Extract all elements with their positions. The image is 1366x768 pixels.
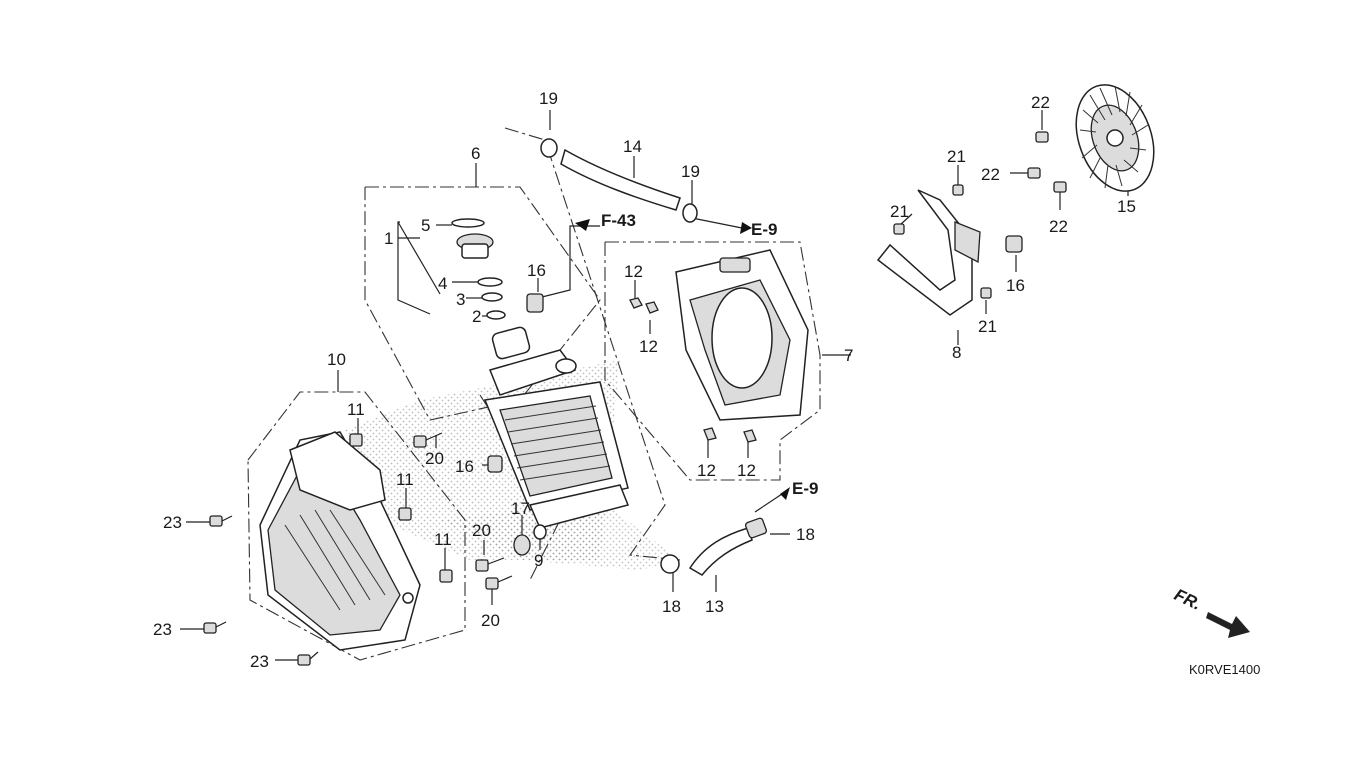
callout-20a: 20: [425, 449, 444, 468]
cooling-fan[interactable]: [1062, 74, 1167, 202]
callout-11b: 11: [396, 470, 414, 489]
callout-23c: 23: [250, 652, 269, 671]
callout-10: 10: [327, 350, 346, 369]
callout-1: 1: [384, 229, 393, 248]
callout-18a: 18: [662, 597, 681, 616]
clamps-18[interactable]: [660, 517, 767, 574]
radiator[interactable]: [483, 326, 630, 529]
callout-12b: 12: [639, 337, 658, 356]
callout-19a: 19: [539, 89, 558, 108]
ring-9[interactable]: [533, 524, 547, 540]
callout-11c: 11: [434, 530, 452, 549]
callout-22a: 22: [1031, 93, 1050, 112]
callout-18b: 18: [796, 525, 815, 544]
clamps-19[interactable]: [540, 138, 698, 223]
bolts-20[interactable]: [413, 432, 513, 590]
grommet-17[interactable]: [513, 534, 531, 556]
reference-labels: F-43 E-9 E-9: [601, 211, 818, 498]
callout-labels: 1 2 3 4 5 6 7 8 9 10 11 11 11 12 12 12 1…: [153, 89, 1136, 671]
radiator-cap-set[interactable]: [451, 218, 506, 320]
callout-20c: 20: [481, 611, 500, 630]
callout-16a: 16: [527, 261, 546, 280]
reference-f43: F-43: [601, 211, 636, 230]
callout-8: 8: [952, 343, 961, 362]
fan-shroud[interactable]: [675, 249, 809, 421]
clip-16-upper[interactable]: [526, 293, 544, 313]
clip-16-right[interactable]: [1005, 235, 1023, 253]
nuts-12[interactable]: [629, 297, 757, 443]
callout-2: 2: [472, 307, 481, 326]
callout-23a: 23: [163, 513, 182, 532]
callout-12d: 12: [737, 461, 756, 480]
radiator-cover[interactable]: [259, 431, 421, 651]
callout-9: 9: [534, 551, 543, 570]
grommet-16-middle[interactable]: [487, 455, 503, 473]
callout-12a: 12: [624, 262, 643, 281]
collars-11[interactable]: [349, 433, 453, 583]
cooling-plate-8[interactable]: [876, 189, 981, 316]
bolts-23[interactable]: [203, 515, 319, 666]
callout-14: 14: [623, 137, 642, 156]
hose-13[interactable]: [688, 527, 753, 576]
callout-19b: 19: [681, 162, 700, 181]
callout-3: 3: [456, 290, 465, 309]
diagram-code: K0RVE1400: [1189, 662, 1260, 677]
callout-7: 7: [844, 346, 853, 365]
callout-16b: 16: [455, 457, 474, 476]
bolts-22[interactable]: [1027, 131, 1067, 193]
callout-23b: 23: [153, 620, 172, 639]
callout-22c: 22: [1049, 217, 1068, 236]
front-direction-label: FR.: [1171, 585, 1204, 614]
callout-21b: 21: [890, 202, 909, 221]
assembly-group-outlines: [247, 127, 821, 661]
callout-22b: 22: [981, 165, 1000, 184]
hose-14[interactable]: [560, 148, 681, 211]
callout-12c: 12: [697, 461, 716, 480]
reference-e9-bottom: E-9: [792, 479, 818, 498]
reference-arrows: [575, 219, 790, 500]
callout-21c: 21: [978, 317, 997, 336]
leader-lines: [180, 110, 1129, 661]
callout-16c: 16: [1006, 276, 1025, 295]
callout-4: 4: [438, 274, 447, 293]
callout-6: 6: [471, 144, 480, 163]
callout-20b: 20: [472, 521, 491, 540]
callout-13: 13: [705, 597, 724, 616]
front-direction-arrow: [1206, 612, 1250, 638]
callout-17: 17: [511, 499, 530, 518]
callout-5: 5: [421, 216, 430, 235]
reference-e9-top: E-9: [751, 220, 777, 239]
callout-15: 15: [1117, 197, 1136, 216]
callout-21a: 21: [947, 147, 966, 166]
screws-21[interactable]: [893, 184, 992, 299]
callout-11a: 11: [347, 400, 365, 419]
